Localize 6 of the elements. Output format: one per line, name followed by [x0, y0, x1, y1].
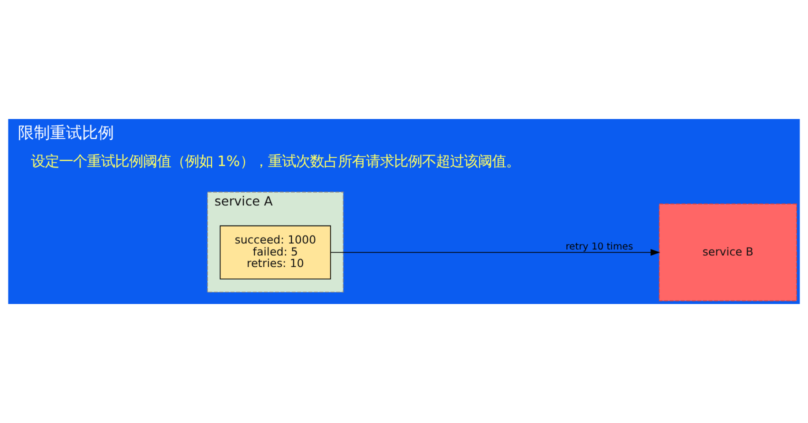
edge-label: retry 10 times: [566, 242, 634, 253]
diagram-title: 限制重试比例: [18, 123, 114, 142]
arrow: [330, 249, 660, 256]
node-box: succeed: 1000 failed: 5 retries: 10: [220, 225, 331, 280]
label: 设定一个重试比例阈值（例如 1%），重试次数占所有请求比例不超过该阈值。: [30, 154, 520, 170]
node-box: service B: [658, 204, 798, 302]
